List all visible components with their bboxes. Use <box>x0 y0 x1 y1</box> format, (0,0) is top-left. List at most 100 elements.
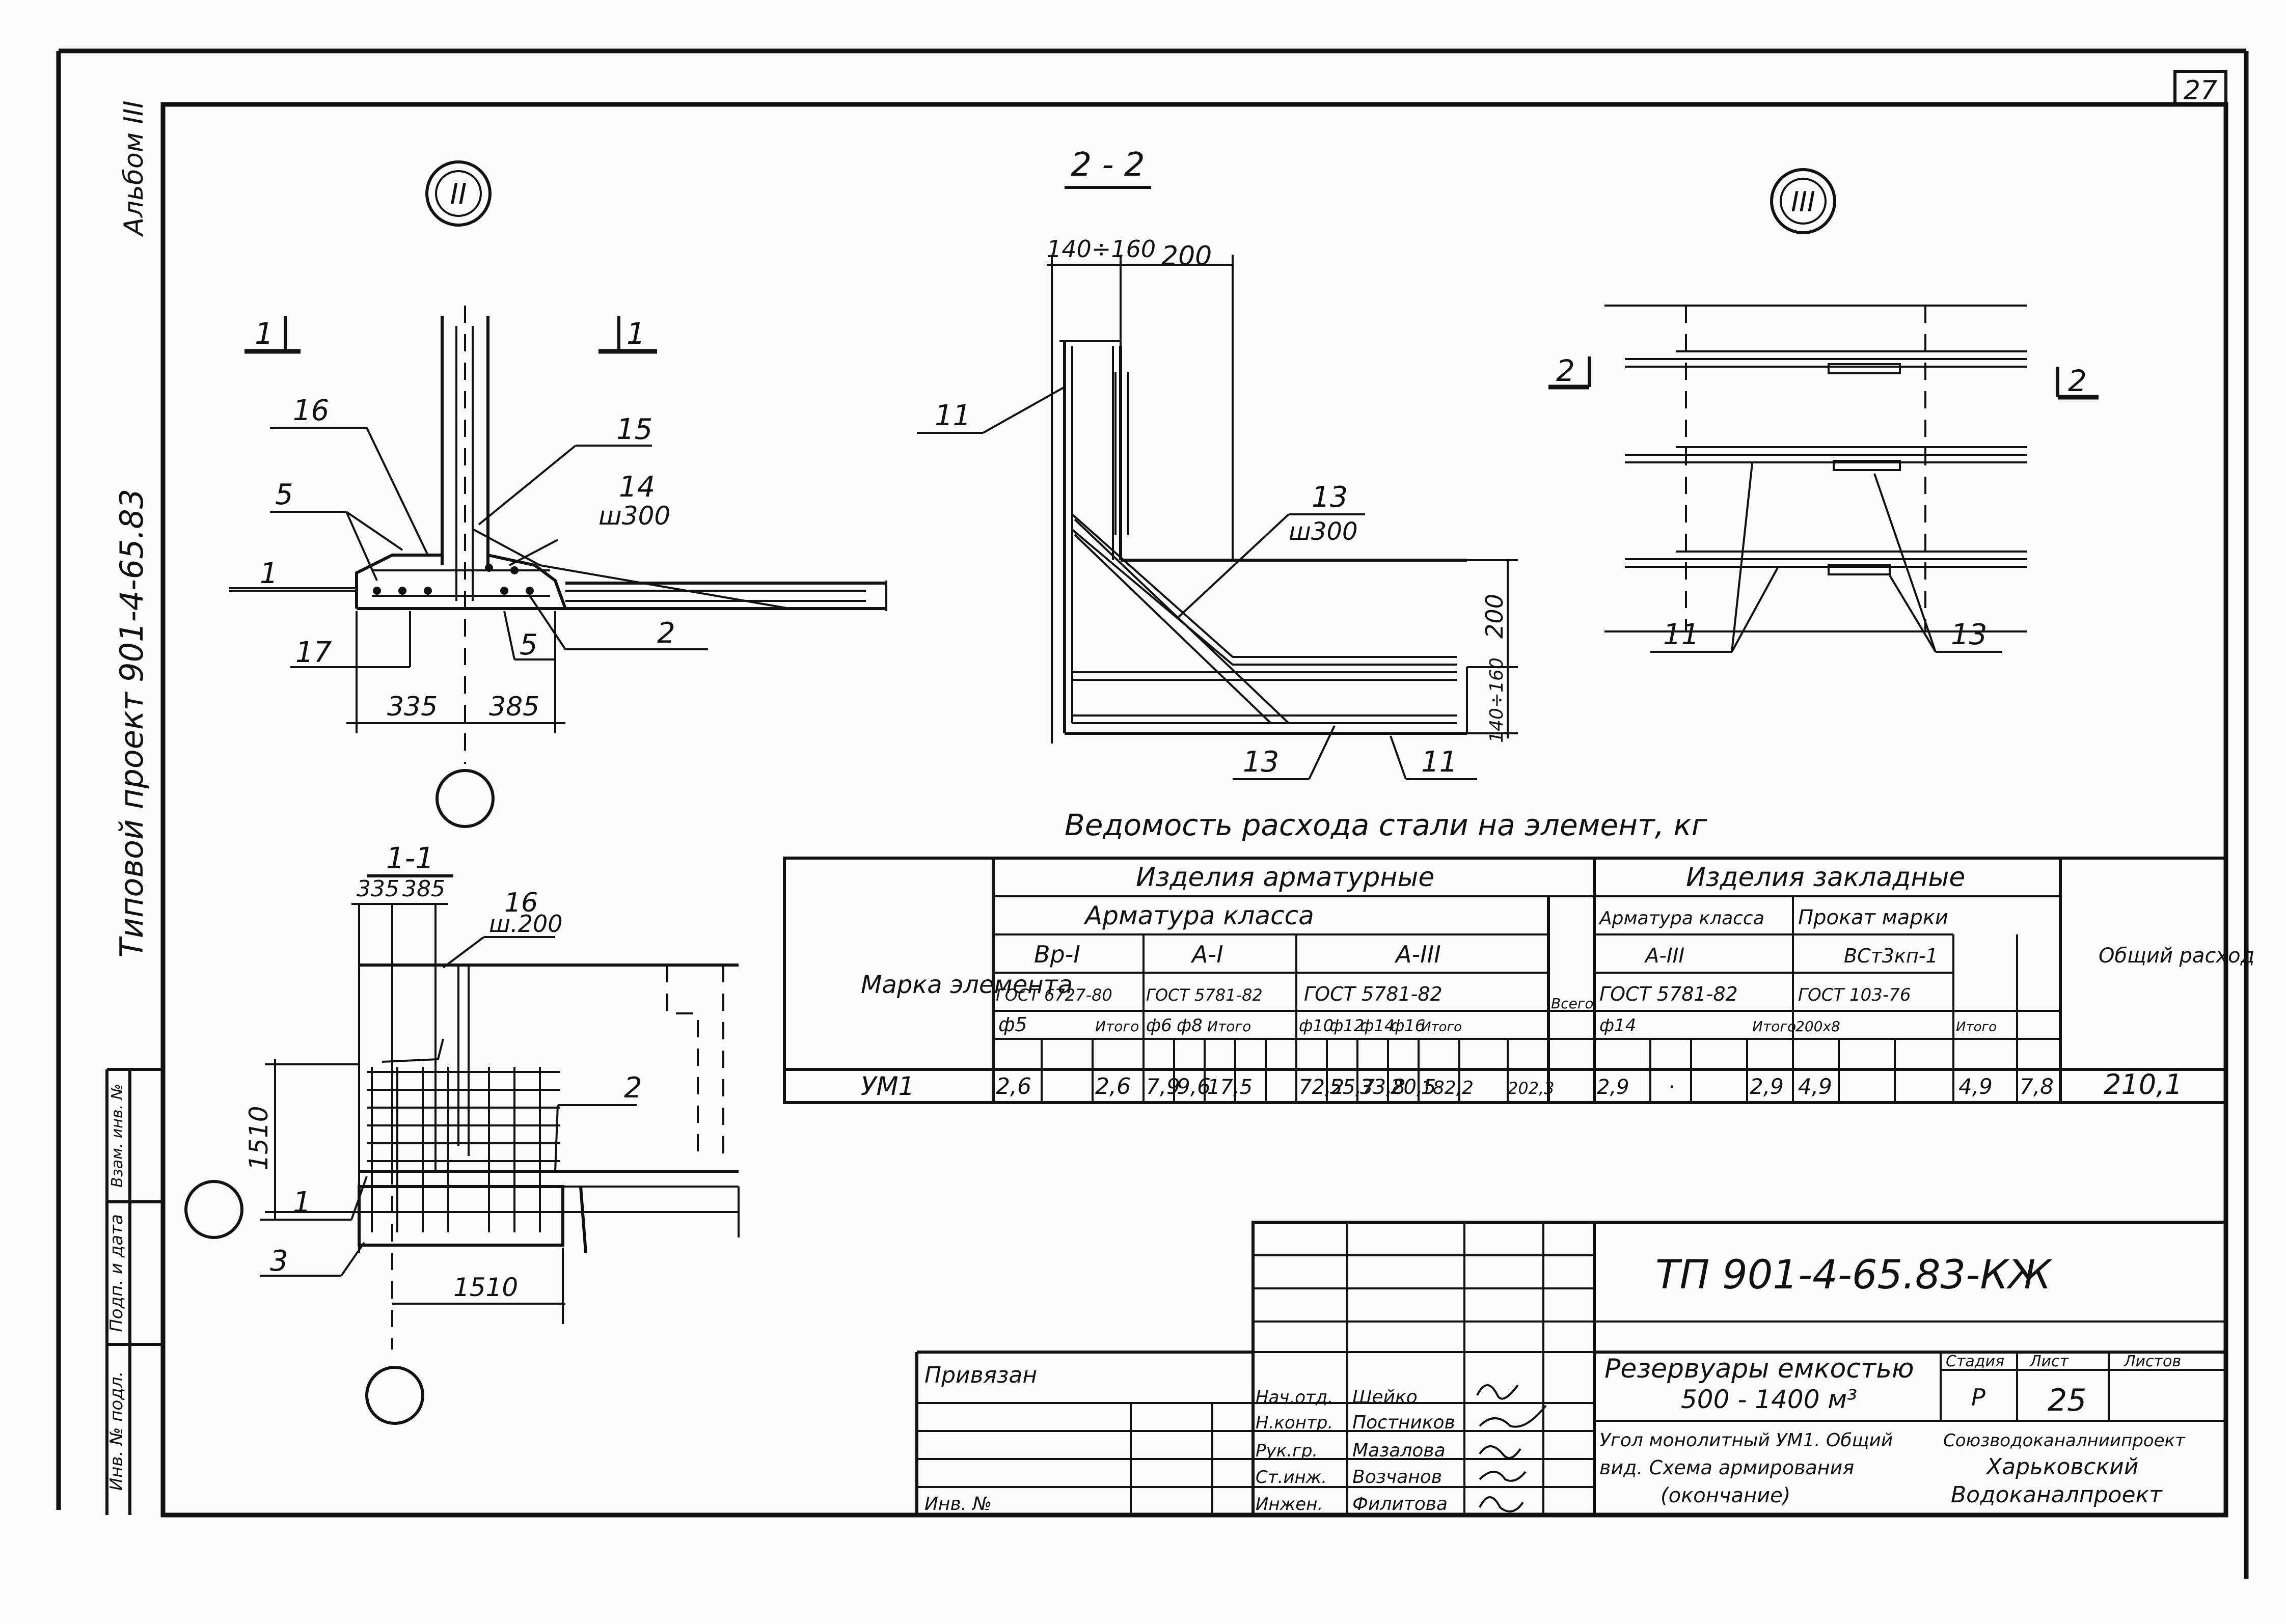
table-title: Ведомость расхода стали на элемент, кг <box>1065 808 1707 842</box>
title-block: ТП 901-4-65.83-КЖ Привязан Инв. № Нач.от… <box>915 1221 2227 1517</box>
table-sub-embedded-rebar: Арматура класса <box>1598 908 1764 929</box>
object-title-line2: 500 - 1400 м³ <box>1681 1385 1857 1414</box>
section-2-2-callout-11-top: 11 <box>935 399 971 432</box>
org-line3: Водоканалпроект <box>1951 1482 2163 1508</box>
section-2-2-dim-top-a: 140÷160 <box>1047 235 1156 263</box>
title-block-inv: Инв. № <box>924 1494 992 1515</box>
stage-label: Стадия <box>1946 1353 2004 1370</box>
object-title-line1: Резервуары емкостью <box>1604 1354 1914 1384</box>
stamp-inv-orig: Инв. № подл. <box>106 1371 127 1491</box>
node-ii-dim-385: 385 <box>489 692 539 722</box>
table-cell: 202,3 <box>1508 1079 1555 1098</box>
sheet-title-line3: (окончание) <box>1661 1484 1790 1507</box>
stamp-replace-inv: Взам. инв. № <box>108 1084 126 1188</box>
table-cell: 17,5 <box>1207 1076 1253 1099</box>
node-iii-detail: III 2 2 11 <box>1548 168 2099 653</box>
org-line1: Союзводоканалниипроект <box>1943 1430 2186 1451</box>
table-gost-5: ГОСТ 103-76 <box>1798 985 1911 1005</box>
node-ii-callout-5-bottom: 5 <box>520 628 538 662</box>
sheet-title-line2: вид. Схема армирования <box>1599 1456 1854 1479</box>
table-total-label: Общий расход <box>2099 944 2254 968</box>
node-ii-callout-pitch: ш300 <box>598 501 670 531</box>
table-class-a3: A-III <box>1394 941 1441 968</box>
signature-role: Ст.инж. <box>1256 1467 1327 1488</box>
table-cell: 182,2 <box>1421 1078 1474 1098</box>
table-dia-15: Итого <box>1752 1018 1796 1035</box>
sheets-label: Листов <box>2124 1353 2181 1370</box>
table-dia-2: Итого <box>1095 1018 1139 1035</box>
sheet-value: 25 <box>2048 1383 2086 1418</box>
node-ii-cut-1-right: 1 <box>627 316 645 351</box>
section-1-1-dim-1510-vertical: 1510 <box>244 1106 274 1170</box>
table-gost-1: ГОСТ 6727-80 <box>996 985 1112 1005</box>
node-ii-callout-2: 2 <box>657 617 675 650</box>
section-2-2-title: 2 - 2 <box>1071 146 1145 184</box>
table-dia-9: ф16 <box>1391 1016 1425 1035</box>
section-2-2-dim-right-b: 140÷160 <box>1486 657 1507 743</box>
section-1-1-callout-3: 3 <box>270 1245 288 1278</box>
node-iii-cut-2-left: 2 <box>1556 353 1575 388</box>
project-label: Типовой проект 901-4-65.83 <box>113 489 150 957</box>
node-ii-callout-5-top: 5 <box>275 478 293 511</box>
section-1-1-dim-335: 335 <box>357 876 399 902</box>
node-ii-callout-16: 16 <box>293 394 329 427</box>
table-dia-12: ф14 <box>1599 1015 1636 1036</box>
table-dia-7: ф12 <box>1329 1016 1364 1035</box>
table-cell: 7,8 <box>2020 1074 2054 1099</box>
table-row-header: Марка элемента <box>861 971 1073 999</box>
table-cell: 9,6 <box>1177 1074 1211 1099</box>
table-class-vr1: Вр-I <box>1034 941 1080 968</box>
signature-role: Н.контр. <box>1256 1413 1333 1433</box>
signature-name: Возчанов <box>1352 1467 1442 1488</box>
node-ii-callout-1: 1 <box>260 557 278 590</box>
table-dia-19: Итого <box>1956 1020 1997 1035</box>
table-cell: 33,8 <box>1360 1076 1405 1099</box>
table-vsego-label: Всего <box>1551 995 1594 1012</box>
table-dia-5: Итого <box>1207 1018 1251 1035</box>
section-2-2-callout-13-bottom: 13 <box>1243 746 1279 779</box>
section-1-1-callout-pitch: ш.200 <box>489 910 563 938</box>
table-cell: 2,9 <box>1750 1074 1784 1099</box>
signature-name: Постников <box>1352 1412 1455 1433</box>
table-cell: 2,6 <box>996 1074 1031 1099</box>
table-cell: 55,7 <box>1329 1076 1375 1099</box>
table-dia-8: ф14 <box>1360 1016 1395 1035</box>
table-dia-3: ф6 <box>1146 1015 1172 1036</box>
section-2-2: 2 - 2 140÷160 200 11 13 <box>917 146 1518 780</box>
node-ii-marker: II <box>450 178 467 211</box>
handwritten-signatures <box>1476 1384 1547 1512</box>
table-dia-10: Итого <box>1421 1020 1462 1035</box>
node-iii-marker: III <box>1791 186 1815 218</box>
org-line2: Харьковский <box>1985 1454 2138 1480</box>
section-2-2-callout-11-bottom: 11 <box>1421 746 1457 779</box>
table-dia-6: ф10 <box>1299 1016 1334 1035</box>
table-cell: 4,9 <box>1958 1074 1993 1099</box>
table-dia-4: ф8 <box>1177 1015 1203 1036</box>
table-sub-rebar-class: Арматура класса <box>1083 901 1314 930</box>
section-2-2-dim-right-a: 200 <box>1481 594 1508 639</box>
node-ii-cut-1-left: 1 <box>255 316 274 351</box>
node-ii-dim-335: 335 <box>387 692 438 722</box>
table-cell: 7,9 <box>1146 1074 1180 1099</box>
section-1-1-dim-1510-horizontal: 1510 <box>453 1273 518 1302</box>
node-ii-detail: II 1 1 16 <box>229 160 887 828</box>
title-block-binding: Привязан <box>924 1362 1037 1388</box>
node-iii-cut-2-right: 2 <box>2068 364 2087 398</box>
signature-name: Шейко <box>1352 1387 1418 1408</box>
table-class-a3-embedded: A-III <box>1644 944 1684 968</box>
table-cell: 20,5 <box>1391 1076 1436 1099</box>
node-iii-callout-13: 13 <box>1951 618 1987 651</box>
page-number: 27 <box>2184 75 2217 106</box>
signature-role: Рук.гр. <box>1256 1441 1318 1461</box>
sheet-frame: 27 Альбом III Типовой проект 901-4-65.83… <box>56 48 2249 1579</box>
title-block-code: ТП 901-4-65.83-КЖ <box>1655 1252 2053 1298</box>
node-ii-callout-15: 15 <box>616 413 652 446</box>
signature-role: Нач.отд. <box>1256 1387 1333 1408</box>
album-label: Альбом III <box>119 100 149 237</box>
section-1-1-callout-2: 2 <box>624 1071 642 1105</box>
table-cell: 72,2 <box>1299 1076 1344 1099</box>
steel-consumption-table: Ведомость расхода стали на элемент, кг <box>783 808 2254 1104</box>
table-cell: 2,6 <box>1095 1074 1131 1099</box>
table-group-rebar: Изделия арматурные <box>1136 862 1434 893</box>
